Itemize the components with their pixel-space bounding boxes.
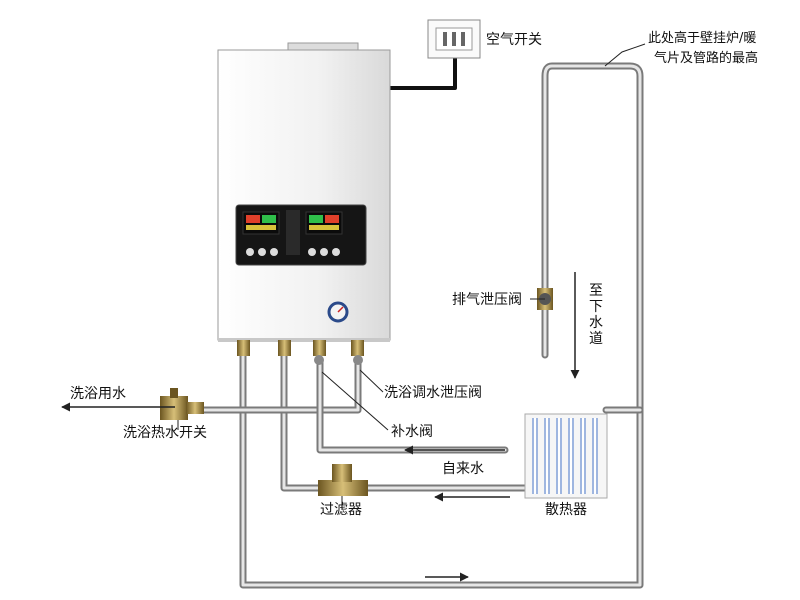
flow-arrows xyxy=(61,272,580,582)
wall-hung-boiler xyxy=(217,42,391,365)
bath-hot-water-switch-icon xyxy=(160,388,204,420)
filter-icon xyxy=(318,464,368,496)
pressure-gauge-icon xyxy=(327,301,349,323)
air-switch-icon xyxy=(427,19,481,59)
bath-regulating-relief-valve-label: 洗浴调水泄压阀 xyxy=(384,385,482,401)
label-leader-lines xyxy=(177,43,646,510)
boiler-control-panel xyxy=(235,204,367,266)
pipe-network xyxy=(161,56,644,589)
makeup-valve-label: 补水阀 xyxy=(391,424,433,440)
tap-water-label: 自来水 xyxy=(442,461,484,477)
air-switch-label: 空气开关 xyxy=(486,32,542,48)
radiator-icon xyxy=(524,413,608,499)
high-point-note-line1: 此处高于壁挂炉/暖 xyxy=(648,31,757,46)
boiler-bottom-fittings xyxy=(237,340,364,365)
exhaust-relief-valve-label: 排气泄压阀 xyxy=(452,292,522,308)
filter-label: 过滤器 xyxy=(320,502,362,518)
bath-water-label: 洗浴用水 xyxy=(70,386,126,402)
high-point-note-line2: 气片及管路的最高 xyxy=(654,51,759,66)
to-sewer-label: 至下水道 xyxy=(589,283,603,347)
power-cable xyxy=(386,56,457,90)
bath-hot-water-switch-label: 洗浴热水开关 xyxy=(123,425,207,441)
radiator-label: 散热器 xyxy=(545,502,587,518)
